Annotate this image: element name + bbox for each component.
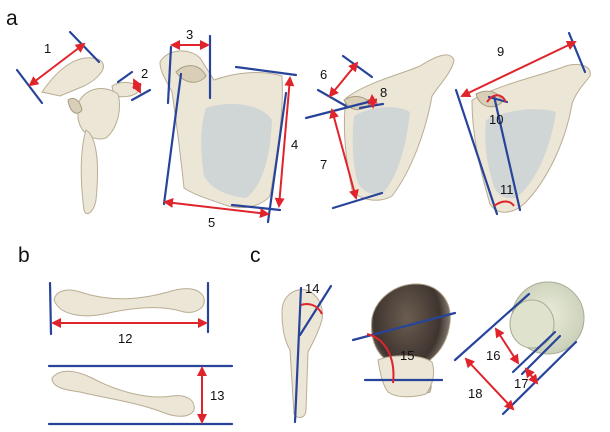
label-1: 1 [44,41,51,56]
scapula-anterior-view [343,54,455,201]
label-15: 15 [400,348,414,363]
clavicle-superior-view [53,288,205,317]
label-7: 7 [320,157,327,172]
label-12: 12 [118,331,132,346]
ref-line-14a [293,286,303,424]
label-5: 5 [208,215,215,230]
ref-line-18b [501,340,578,416]
humerus-view [281,289,323,418]
measure-2 [131,78,143,94]
panel-label-b: b [18,244,30,267]
label-6: 6 [320,67,327,82]
ref-line-2b [130,88,152,102]
label-10: 10 [489,112,503,127]
measure-17 [524,367,539,385]
label-2: 2 [141,66,148,81]
measure-7 [329,108,359,200]
panel-label-a: a [6,7,18,30]
angle-11 [493,200,515,207]
ref-line-16a [453,292,531,362]
label-16: 16 [486,348,500,363]
ref-line-6b [316,88,348,108]
ref-line-16b [511,330,557,374]
label-13: 13 [210,388,224,403]
measure-4 [274,76,295,208]
panel-label-c: c [250,244,261,267]
ref-line-3a [166,45,173,105]
angle-14 [300,303,323,315]
label-17: 17 [514,376,528,391]
label-18: 18 [468,386,482,401]
label-8: 8 [380,85,387,100]
ref-line-7b [331,191,384,210]
scapula-posterior-view [159,50,283,209]
clavicle-inferior-view [51,370,195,417]
measure-6 [328,61,359,98]
label-4: 4 [291,137,298,152]
ref-line-5b [266,91,288,224]
angle-15 [366,333,395,384]
ref-line-12a [48,281,53,336]
ref-line-10a [454,88,499,216]
label-9: 9 [497,44,504,59]
label-11: 11 [500,182,514,197]
label-3: 3 [186,27,193,42]
measure-18 [464,357,515,411]
measure-16 [494,327,520,365]
ref-line-9b [567,31,587,74]
ref-line-4a [234,65,298,77]
humeral-head-top-view [509,281,585,355]
measure-1 [28,42,86,87]
ref-line-5a [162,72,183,206]
ref-line-14b [298,284,333,337]
measure-8 [367,94,378,109]
measure-9 [460,40,577,98]
ref-line-2a [116,70,134,84]
measure-5 [163,197,270,219]
label-14: 14 [305,281,319,296]
ref-line-1a [15,68,44,105]
angle-10 [486,94,507,103]
scapula-lateral-view [41,57,141,215]
ref-line-11 [492,94,522,212]
